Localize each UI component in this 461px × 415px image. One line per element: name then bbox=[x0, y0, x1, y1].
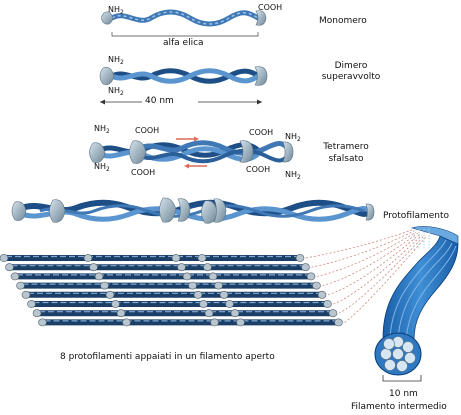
protofilament-head bbox=[219, 290, 229, 299]
protofilament-head bbox=[295, 254, 305, 262]
protofilament-head bbox=[83, 254, 93, 262]
monomer-helix bbox=[109, 9, 261, 27]
dashed-connector bbox=[327, 233, 421, 296]
tetramer-nh2-left-bottom: NH2 bbox=[94, 162, 110, 173]
dimer-nh2-bottom: NH2 bbox=[108, 86, 124, 97]
protofilament-head bbox=[100, 281, 109, 290]
tetramer-head-left bbox=[89, 142, 106, 163]
scale-10nm bbox=[382, 375, 422, 382]
protofilament-head bbox=[16, 281, 25, 290]
dashed-connector bbox=[316, 231, 417, 277]
protofilament-head bbox=[301, 263, 310, 272]
protofilament-head bbox=[230, 309, 240, 318]
protofilament-head bbox=[0, 254, 9, 262]
protofilament-head bbox=[236, 318, 245, 327]
protofilament-head bbox=[210, 318, 219, 327]
intermediate-filament bbox=[374, 226, 459, 382]
protofilament-head bbox=[208, 272, 218, 281]
protofilament-head bbox=[182, 272, 192, 281]
alfa-helix-label: alfa elica bbox=[163, 38, 204, 48]
protofilament-head bbox=[328, 309, 338, 318]
monomer-nh2-label: NH2 bbox=[108, 5, 124, 16]
protofilament-head bbox=[177, 263, 186, 272]
connection-lines bbox=[305, 229, 427, 323]
monomer bbox=[101, 9, 267, 37]
monomer-c-head bbox=[255, 10, 267, 26]
protofilament-head bbox=[38, 318, 47, 327]
protofilament-head bbox=[199, 300, 208, 308]
protofilament-heads bbox=[11, 197, 375, 224]
dashed-connector bbox=[338, 235, 425, 314]
tetramer-cooh-1: COOH bbox=[135, 126, 160, 135]
protofilament-title: Protofilamento bbox=[383, 211, 450, 221]
open-filament bbox=[0, 254, 343, 327]
dimer bbox=[99, 66, 268, 105]
protofilament-head bbox=[111, 300, 120, 308]
protofilament-head bbox=[323, 300, 332, 308]
tetramer-cooh-2: COOH bbox=[131, 168, 156, 177]
forty-nm-label: 40 nm bbox=[145, 96, 174, 106]
protofilament-head bbox=[5, 263, 14, 272]
protofilament-head bbox=[225, 300, 234, 308]
dimer-n-head bbox=[99, 67, 115, 85]
protofilament-head bbox=[193, 290, 203, 299]
scale-40nm bbox=[100, 99, 262, 105]
antiparallel-arrows bbox=[176, 136, 207, 169]
tetramer-nh2-right-top: NH2 bbox=[285, 132, 301, 143]
tetramer-nh2-right-bottom: NH2 bbox=[285, 170, 301, 181]
protofilament-head bbox=[334, 318, 343, 327]
protofilament-head bbox=[116, 309, 126, 318]
monomer-cooh-label: COOH bbox=[258, 3, 283, 12]
tetramer bbox=[89, 136, 294, 169]
tetramer-head-mid-right bbox=[239, 140, 254, 163]
protofilament-head bbox=[312, 281, 321, 290]
tetramer-title: Tetramero sfalsato bbox=[323, 142, 369, 164]
tetramer-cooh-4: COOH bbox=[246, 165, 271, 174]
ten-nm-label: 10 nm bbox=[389, 389, 418, 399]
protofilament-head bbox=[105, 290, 115, 299]
tetramer-head-mid-left bbox=[129, 140, 147, 164]
protofilament-head bbox=[32, 309, 42, 318]
tetramer-cooh-3: COOH bbox=[249, 128, 274, 137]
tetramer-nh2-left-top: NH2 bbox=[94, 124, 110, 135]
protofilament-head bbox=[94, 272, 104, 281]
protofilament-head bbox=[10, 272, 20, 281]
tetramer-head-right bbox=[282, 141, 294, 163]
dimer-nh2-top: NH2 bbox=[108, 55, 124, 66]
protofilament bbox=[11, 197, 375, 224]
protofilament-head bbox=[89, 263, 98, 272]
monomer-n-head bbox=[101, 11, 114, 25]
protofilament-head bbox=[27, 300, 36, 308]
intermediate-filament-title: Filamento intermedio bbox=[351, 402, 447, 412]
dashed-connector bbox=[344, 236, 427, 323]
dashed-connector bbox=[322, 232, 419, 286]
monomer-title: Monomero bbox=[319, 16, 367, 26]
protofilament-head bbox=[204, 309, 214, 318]
protofilament-head bbox=[171, 254, 181, 262]
protofilament-head bbox=[188, 281, 197, 290]
protofilament-head bbox=[317, 290, 327, 299]
protofilament-head bbox=[306, 272, 316, 281]
alfa-helix-bracket bbox=[111, 32, 259, 37]
protofilament-head bbox=[197, 254, 207, 262]
protofilament-head bbox=[203, 263, 212, 272]
dimer-c-head bbox=[254, 66, 268, 86]
protofilament-head bbox=[122, 318, 131, 327]
protofilament-head bbox=[21, 290, 31, 299]
protofilament-head bbox=[214, 281, 223, 290]
open-filament-caption: 8 protofilamenti appaiati in un filament… bbox=[60, 352, 275, 362]
dashed-connector bbox=[311, 230, 415, 268]
dimer-title: Dimero superavvolto bbox=[321, 61, 381, 82]
cross-section-subunits bbox=[380, 336, 416, 372]
